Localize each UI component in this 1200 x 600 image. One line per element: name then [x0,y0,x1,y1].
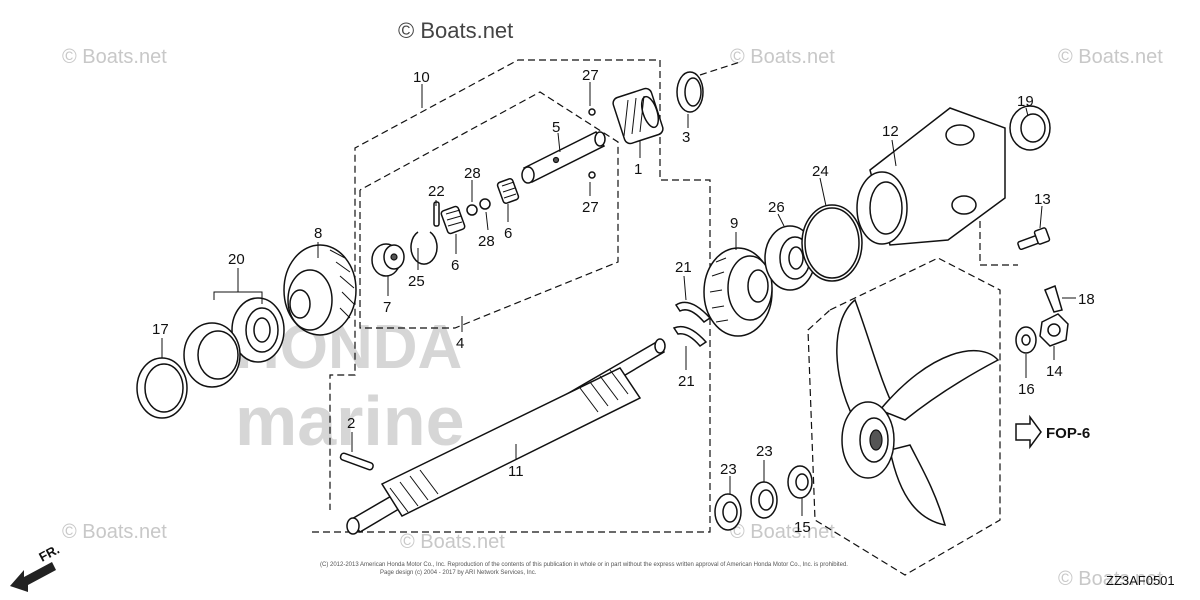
bolt-13 [1017,227,1051,251]
collar-15 [787,465,813,499]
front-direction-arrow-icon [10,562,56,592]
callout-3: 3 [682,129,690,146]
callout-21: 21 [678,373,695,390]
callout-27: 27 [582,67,599,84]
callout-20: 20 [228,251,245,268]
callout-10: 10 [413,69,430,86]
propeller [836,298,1000,526]
site-watermark-main: © Boats.net [398,18,513,43]
needle-bearing-19 [1009,105,1051,151]
callout-12: 12 [882,123,899,140]
cotter-pin-18 [1044,284,1063,313]
site-watermark: © Boats.net [1058,568,1163,590]
front-direction-label: FR. [36,542,62,565]
shifter-7 [371,243,405,277]
oil-seal-23b [750,481,778,519]
o-ring-24-inner [804,207,860,279]
callout-24: 24 [812,163,829,180]
assembly-outline-arrow [699,61,741,76]
ball-27a [588,108,596,116]
circlip-25 [410,231,438,265]
castle-nut-14 [1039,313,1069,347]
callout-4: 4 [456,335,464,352]
callout-23: 23 [720,461,737,478]
bearing-race-20 [183,322,241,388]
site-watermark: © Boats.net [730,46,835,68]
oil-seal-23a [714,493,742,531]
pin-2 [339,452,374,471]
reference-link-label[interactable]: FOP-6 [1046,425,1090,442]
bearing-20 [231,297,285,363]
brand-watermark-marine: marine [235,382,465,460]
reference-arrow-icon [1015,414,1042,450]
callout-8: 8 [314,225,322,242]
callout-7: 7 [383,299,391,316]
callout-2: 2 [347,415,355,432]
leader-lines [161,82,1076,516]
callout-21: 21 [675,259,692,276]
propeller-shaft-11 [346,338,666,535]
copyright-line-2: Page design (c) 2004 - 2017 by ARI Netwo… [380,570,537,576]
thrust-washer-21b [672,325,708,347]
shim-17 [136,357,188,419]
thrust-ring-inner [684,77,702,107]
spring-6a [496,178,520,204]
callout-22: 22 [428,183,445,200]
ball-27b [588,171,596,179]
callout-9: 9 [730,215,738,232]
washer-16-hole [1021,334,1031,346]
site-watermark: © Boats.net [62,46,167,68]
site-watermark: © Boats.net [62,521,167,543]
callout-14: 14 [1046,363,1063,380]
pinion-gear [612,87,664,145]
forward-gear-8 [283,244,357,336]
bearing-holder-12 [856,107,1006,246]
copyright-line-1: (C) 2012-2013 American Honda Motor Co., … [320,562,848,568]
shift-rod [521,131,606,184]
callout-5: 5 [552,119,560,136]
callout-18: 18 [1078,291,1095,308]
callout-28: 28 [464,165,481,182]
callout-19: 19 [1017,93,1034,110]
callout-17: 17 [152,321,169,338]
callout-28: 28 [478,233,495,250]
callout-27: 27 [582,199,599,216]
ball-28a [466,204,478,216]
site-watermark: © Boats.net [1058,46,1163,68]
assembly-outline-12 [979,210,1018,266]
callout-23: 23 [756,443,773,460]
callout-15: 15 [794,519,811,536]
callout-6: 6 [451,257,459,274]
callout-1: 1 [634,161,642,178]
assembly-outline-4 [359,91,619,329]
ball-28b [479,198,491,210]
callout-6: 6 [504,225,512,242]
site-watermark: © Boats.net [400,531,505,553]
reverse-gear-9 [703,247,773,337]
callout-13: 13 [1034,191,1051,208]
spring-6b [440,205,466,235]
site-watermark: © Boats.net [730,521,835,543]
callout-25: 25 [408,273,425,290]
callout-16: 16 [1018,381,1035,398]
callout-26: 26 [768,199,785,216]
callout-11: 11 [508,463,524,480]
propeller-outline [807,257,1001,576]
assembly-outline-10 [312,59,711,533]
thrust-washer-21a [674,301,712,323]
diagram-code: ZZ3AF0501 [1106,573,1175,588]
